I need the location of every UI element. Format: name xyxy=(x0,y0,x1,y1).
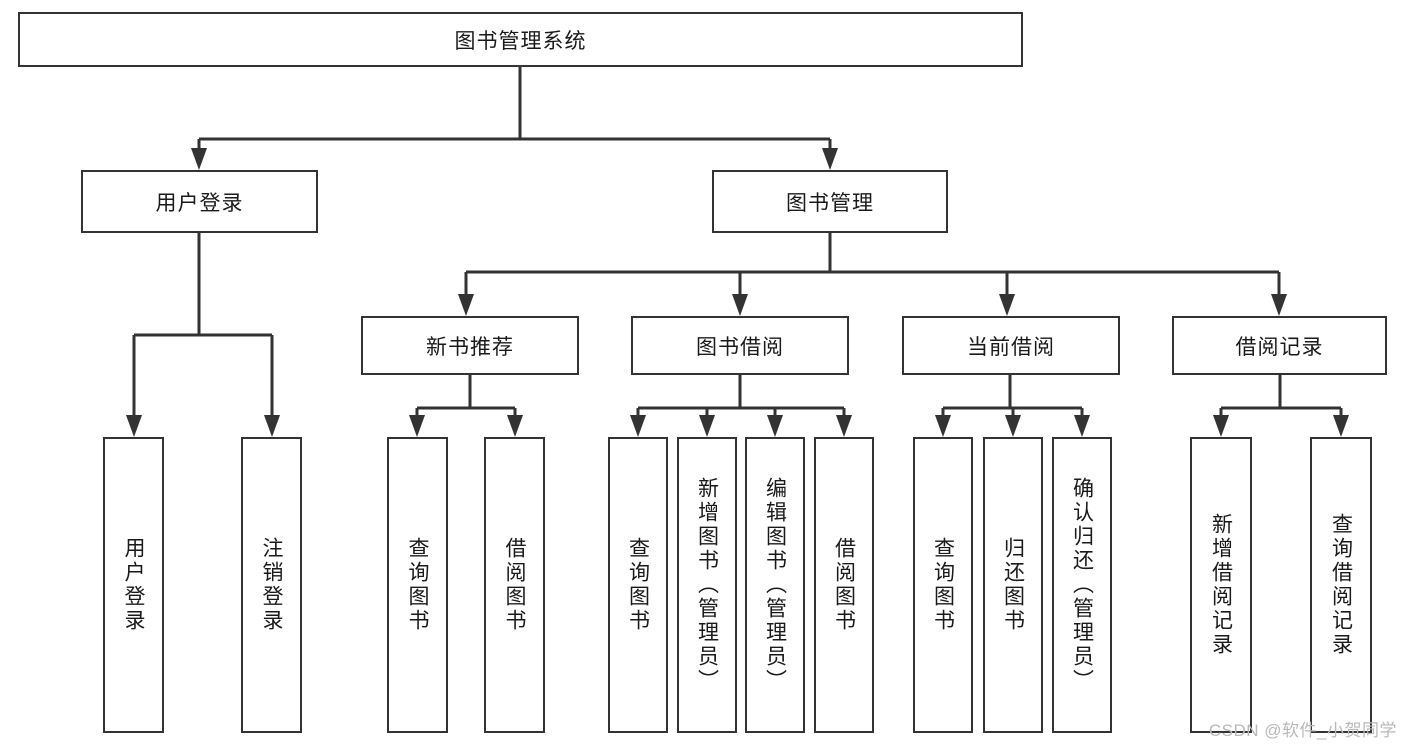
arrowhead-1-3 xyxy=(1271,294,1287,316)
node-label: 用户登录 xyxy=(122,537,145,633)
node-label: 新增图书（管理员） xyxy=(695,477,719,693)
arrowhead-3-1 xyxy=(699,415,715,437)
arrowhead-1-1 xyxy=(732,294,748,316)
node-leaf-12[interactable]: 查询借阅记录 xyxy=(1310,437,1372,733)
node-root-system[interactable]: 图书管理系统 xyxy=(18,12,1023,67)
node-level2-1[interactable]: 图书管理 xyxy=(712,170,948,233)
arrowhead-1-0 xyxy=(458,294,474,316)
node-label: 确认归还（管理员） xyxy=(1070,477,1094,693)
node-label: 归还图书 xyxy=(1001,537,1025,633)
node-level3-1[interactable]: 图书借阅 xyxy=(631,316,849,375)
arrowhead-4-2 xyxy=(1074,415,1090,437)
node-label: 编辑图书（管理员） xyxy=(763,477,787,693)
node-leaf-7[interactable]: 借阅图书 xyxy=(814,437,874,733)
arrowhead-0-1 xyxy=(264,415,280,437)
node-label: 用户登录 xyxy=(155,191,244,215)
csdn-watermark: CSDN @软件_小贺同学 xyxy=(1208,721,1397,740)
node-leaf-1[interactable]: 注销登录 xyxy=(241,437,302,733)
arrowhead-0-0 xyxy=(126,415,142,437)
node-level2-0[interactable]: 用户登录 xyxy=(81,170,318,233)
arrowhead-2-0 xyxy=(409,415,425,437)
arrowhead-3-2 xyxy=(767,415,783,437)
node-level3-2[interactable]: 当前借阅 xyxy=(902,316,1120,375)
node-leaf-5[interactable]: 新增图书（管理员） xyxy=(677,437,737,733)
arrowhead-3-0 xyxy=(630,415,646,437)
arrowhead-5-1 xyxy=(1333,415,1349,437)
node-label: 借阅图书 xyxy=(832,537,856,633)
node-label: 图书管理 xyxy=(786,191,874,215)
arrowhead-4-1 xyxy=(1005,415,1021,437)
node-leaf-2[interactable]: 查询图书 xyxy=(387,437,448,733)
node-label: 当前借阅 xyxy=(967,335,1055,359)
arrowhead-4-0 xyxy=(935,415,951,437)
node-label: 图书借阅 xyxy=(696,335,784,359)
node-label: 查询图书 xyxy=(626,537,650,633)
arrowhead-1-2 xyxy=(999,294,1015,316)
node-leaf-6[interactable]: 编辑图书（管理员） xyxy=(745,437,805,733)
arrowhead-3-3 xyxy=(836,415,852,437)
node-leaf-0[interactable]: 用户登录 xyxy=(103,437,164,733)
node-label: 图书管理系统 xyxy=(454,29,587,53)
node-leaf-9[interactable]: 归还图书 xyxy=(983,437,1043,733)
arrowhead-root-0 xyxy=(191,148,207,170)
node-label: 借阅记录 xyxy=(1235,335,1324,359)
node-label: 注销登录 xyxy=(260,537,283,633)
node-leaf-11[interactable]: 新增借阅记录 xyxy=(1190,437,1252,733)
arrowhead-5-0 xyxy=(1213,415,1229,437)
node-label: 查询图书 xyxy=(406,537,429,633)
node-level3-3[interactable]: 借阅记录 xyxy=(1172,316,1387,375)
arrowhead-2-1 xyxy=(507,415,523,437)
node-leaf-8[interactable]: 查询图书 xyxy=(913,437,973,733)
arrowhead-root-1 xyxy=(822,148,838,170)
node-leaf-4[interactable]: 查询图书 xyxy=(608,437,668,733)
node-label: 借阅图书 xyxy=(503,537,526,633)
node-label: 查询图书 xyxy=(931,537,955,633)
node-label: 查询借阅记录 xyxy=(1329,513,1353,657)
node-label: 新书推荐 xyxy=(426,335,514,359)
node-leaf-3[interactable]: 借阅图书 xyxy=(484,437,545,733)
node-level3-0[interactable]: 新书推荐 xyxy=(361,316,579,375)
node-leaf-10[interactable]: 确认归还（管理员） xyxy=(1052,437,1112,733)
node-label: 新增借阅记录 xyxy=(1209,513,1233,657)
